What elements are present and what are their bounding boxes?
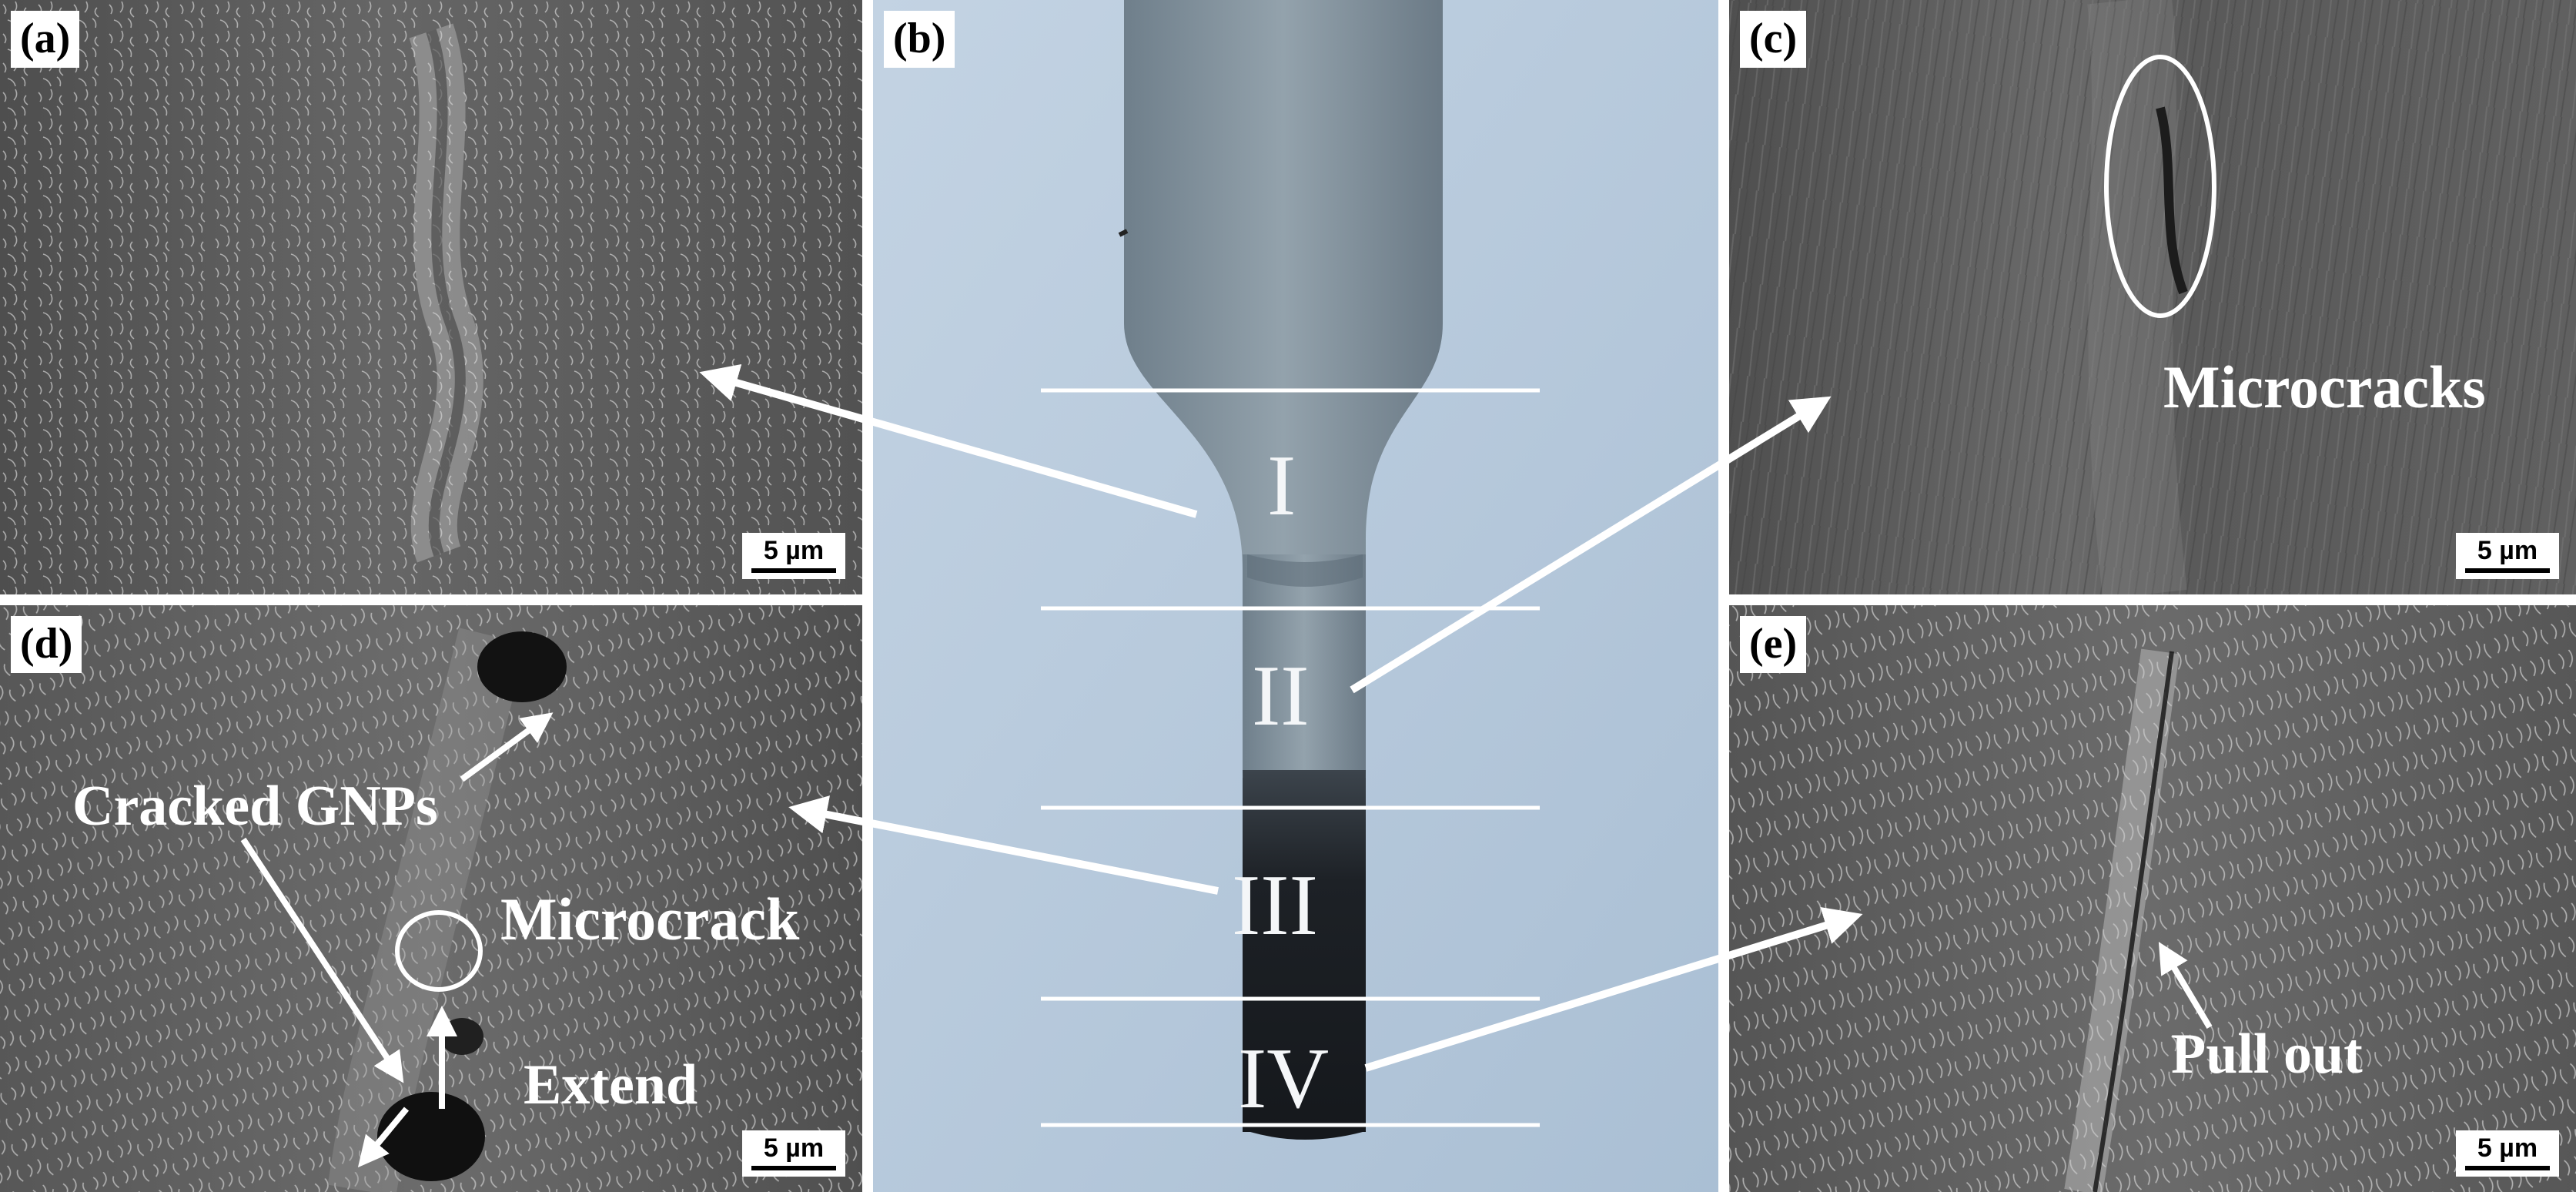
specimen-photo: [873, 0, 1718, 1192]
panel-label-e: (e): [1740, 616, 1807, 673]
panel-label-a: (a): [11, 11, 80, 68]
scale-bar-d-text: 5 µm: [763, 1133, 825, 1163]
zone-label-III: III: [1232, 858, 1318, 953]
scale-bar-c: 5 µm: [2456, 533, 2559, 579]
scale-bar-e-line: [2465, 1166, 2550, 1170]
sem-image-e: [1729, 605, 2576, 1192]
panel-a: (a) 5 µm: [0, 0, 862, 594]
scale-bar-d-line: [751, 1166, 836, 1170]
zone-label-IV: IV: [1238, 1031, 1330, 1127]
annotation-cracked-gnps: Cracked GNPs: [72, 775, 438, 838]
annotation-microcrack: Microcrack: [500, 886, 800, 953]
panel-label-b: (b): [884, 11, 955, 68]
scale-bar-a: 5 µm: [742, 533, 845, 579]
annotation-extend: Extend: [524, 1053, 698, 1117]
scale-bar-d: 5 µm: [742, 1130, 845, 1177]
scale-bar-c-line: [2465, 568, 2550, 573]
panel-label-c: (c): [1740, 11, 1807, 68]
panel-d: (d) 5 µm: [0, 605, 862, 1192]
scale-bar-e-text: 5 µm: [2477, 1133, 2538, 1163]
scale-bar-c-text: 5 µm: [2477, 536, 2538, 565]
scale-bar-a-text: 5 µm: [763, 536, 825, 565]
panel-e: (e) 5 µm: [1729, 605, 2576, 1192]
panel-c: (c) 5 µm: [1729, 0, 2576, 594]
panel-b: (b): [873, 0, 1718, 1192]
sem-image-c: [1729, 0, 2576, 594]
zone-label-II: II: [1252, 648, 1310, 744]
sem-image-a: [0, 0, 862, 594]
panel-label-d: (d): [11, 616, 82, 673]
scale-bar-a-line: [751, 568, 836, 573]
annotation-microcracks: Microcracks: [2163, 353, 2486, 420]
zone-label-I: I: [1267, 438, 1296, 534]
scale-bar-e: 5 µm: [2456, 1130, 2559, 1177]
annotation-pull-out: Pull out: [2171, 1023, 2363, 1086]
sem-image-d: [0, 605, 862, 1192]
